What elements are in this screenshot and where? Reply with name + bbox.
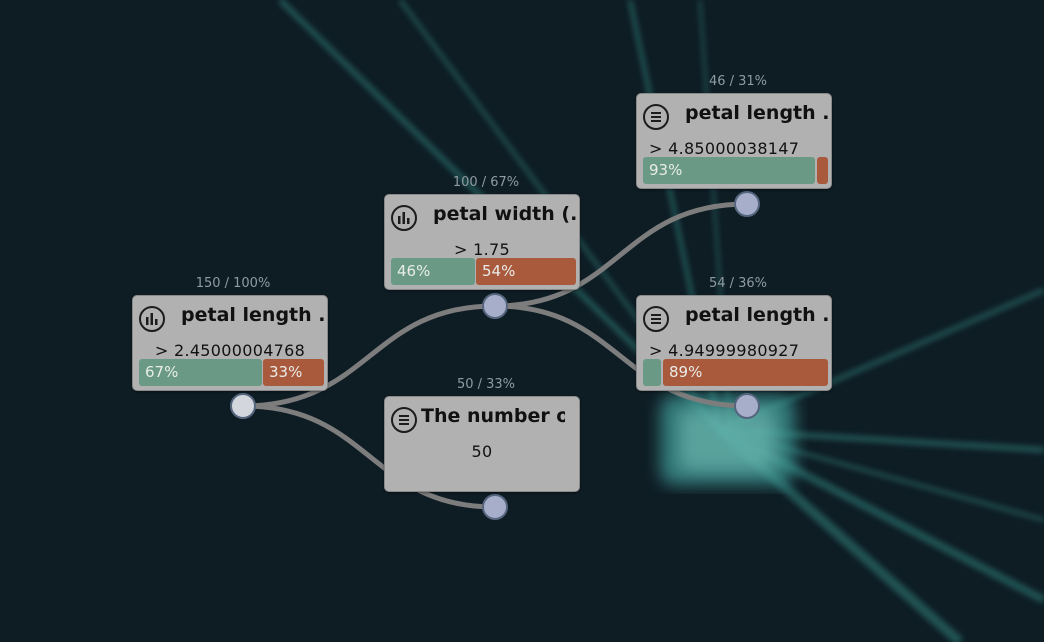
class-distribution-bar: 93%	[643, 157, 828, 184]
bar-segment-class-a	[643, 359, 661, 386]
bar-segment-class-b: 54%	[476, 258, 576, 285]
tree-node-petal-length-495[interactable]: petal length .. > 4.94999980927 89%	[636, 295, 832, 391]
bar-segment-class-b: 33%	[263, 359, 324, 386]
node-stat: 150 / 100%	[195, 276, 271, 291]
node-rule: 50	[471, 442, 493, 461]
node-expand-handle[interactable]	[734, 393, 760, 419]
node-title: petal width (..	[433, 203, 577, 225]
class-distribution-bar: 46% 54%	[391, 258, 576, 285]
tree-node-leaf-50[interactable]: The number of.. 50	[384, 396, 580, 492]
node-expand-handle[interactable]	[482, 494, 508, 520]
node-stat: 54 / 36%	[708, 276, 768, 291]
node-expand-handle[interactable]	[230, 393, 256, 419]
node-title: petal length ..	[181, 304, 325, 326]
link-root-to-leaf-50	[240, 403, 498, 510]
tree-node-root[interactable]: petal length .. > 2.45000004768 67% 33%	[132, 295, 328, 391]
tree-node-petal-length-485[interactable]: petal length .. > 4.85000038147 93%	[636, 93, 832, 189]
node-title: petal length ..	[685, 304, 829, 326]
node-rule: > 4.94999980927	[649, 341, 800, 360]
tree-node-petal-width[interactable]: petal width (.. > 1.75 46% 54%	[384, 194, 580, 290]
node-title: petal length ..	[685, 102, 829, 124]
node-expand-handle[interactable]	[482, 293, 508, 319]
node-expand-handle[interactable]	[734, 191, 760, 217]
node-rule: > 4.85000038147	[649, 139, 800, 158]
link-petal-width-to-petal-length-485	[492, 201, 750, 309]
node-stat: 46 / 31%	[708, 74, 768, 89]
link-petal-width-to-petal-length-495	[492, 303, 750, 409]
node-rule: > 2.45000004768	[154, 341, 306, 360]
class-distribution-bar: 89%	[643, 359, 828, 386]
bar-chart-icon	[391, 205, 417, 231]
node-stat: 100 / 67%	[452, 175, 520, 190]
bar-chart-icon	[139, 306, 165, 332]
node-stat: 50 / 33%	[456, 377, 516, 392]
list-icon	[643, 104, 669, 130]
node-title: The number of..	[421, 405, 565, 427]
bar-segment-class-a: 93%	[643, 157, 815, 184]
bar-segment-class-a: 46%	[391, 258, 475, 285]
link-root-to-petal-width	[240, 303, 498, 409]
bar-segment-class-b: 89%	[663, 359, 828, 386]
class-distribution-bar: 67% 33%	[139, 359, 324, 386]
list-icon	[643, 306, 669, 332]
list-icon	[391, 407, 417, 433]
bar-segment-class-b	[817, 157, 828, 184]
bar-segment-class-a: 67%	[139, 359, 262, 386]
node-rule: > 1.75	[454, 240, 510, 259]
